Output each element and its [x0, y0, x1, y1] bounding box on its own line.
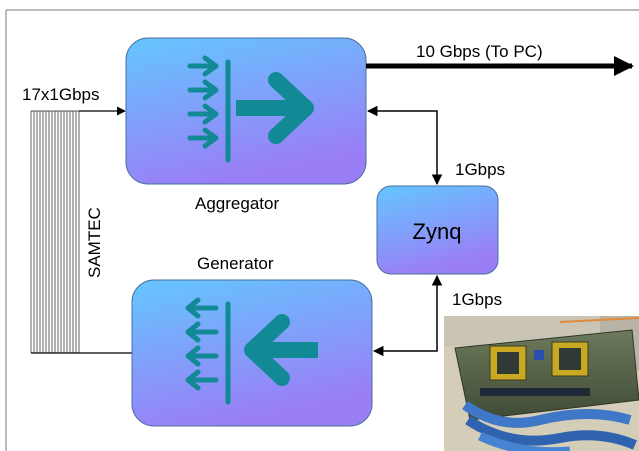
input-rate-label: 17x1Gbps [22, 85, 100, 104]
aggregator-node [125, 37, 367, 185]
zynq-link-bottom-label: 1Gbps [452, 290, 502, 309]
aggregator-zynq-link [366, 105, 443, 186]
zynq-label: Zynq [413, 219, 462, 244]
aggregator-label: Aggregator [195, 194, 279, 213]
zynq-node [376, 185, 499, 275]
merge-arrows-icon [187, 55, 314, 163]
samtec-label: SAMTEC [85, 207, 104, 278]
generator-label: Generator [197, 254, 274, 273]
samtec-cable-bundle [30, 110, 80, 353]
zynq-link-top-label: 1Gbps [455, 160, 505, 179]
generator-zynq-link [372, 274, 443, 357]
output-rate-label: 10 Gbps (To PC) [416, 42, 543, 61]
board-photo-icon [444, 316, 639, 451]
fanout-arrows-icon [185, 297, 318, 405]
generator-node [131, 279, 373, 427]
